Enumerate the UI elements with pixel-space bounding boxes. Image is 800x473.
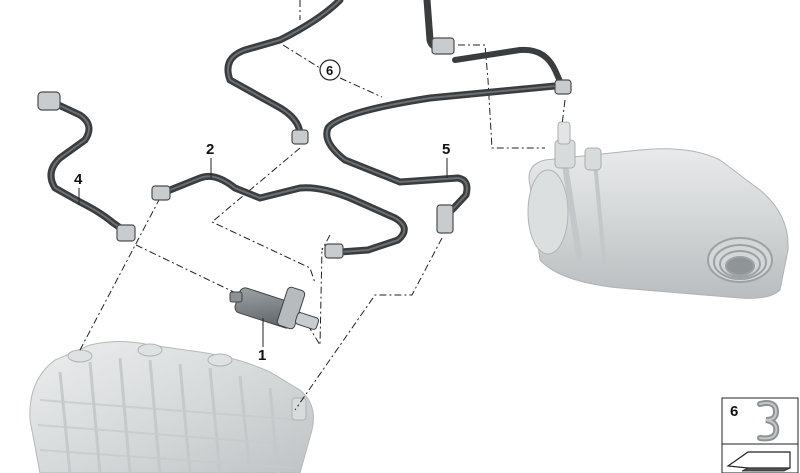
hose-4 [44, 96, 130, 236]
connector-hose-4-top [37, 91, 61, 111]
connector-hose-2-right [324, 243, 344, 259]
intake-manifold [29, 341, 314, 473]
connectors [37, 37, 572, 259]
fuel-vapor-canister [527, 121, 789, 299]
callout-5: 5 [442, 141, 450, 158]
connector-hose-5-end [436, 204, 454, 234]
callout-6-circle [319, 59, 341, 81]
legend-item-number: 6 [730, 403, 738, 420]
page-arrow-icon [726, 451, 791, 472]
purge-valve [229, 286, 320, 330]
connector-hose-4-end [116, 224, 136, 242]
connector-hose-2-left [151, 185, 171, 201]
connector-top-right [431, 37, 455, 55]
hoses [44, 0, 566, 256]
hose-5 [323, 82, 559, 216]
callout-1: 1 [258, 347, 266, 364]
callouts: 1 2 4 5 6 [74, 59, 450, 364]
hose-2 [161, 172, 408, 256]
hose-clip-icon [757, 400, 780, 442]
hose-canister-link [452, 46, 566, 91]
callout-6: 6 [326, 63, 333, 78]
connector-hose-upper [291, 129, 309, 145]
connector-canister [554, 79, 572, 95]
callout-2: 2 [206, 141, 214, 158]
leader-lines [79, 0, 566, 411]
callout-4: 4 [74, 171, 83, 188]
legend-box: 6 [721, 397, 799, 473]
